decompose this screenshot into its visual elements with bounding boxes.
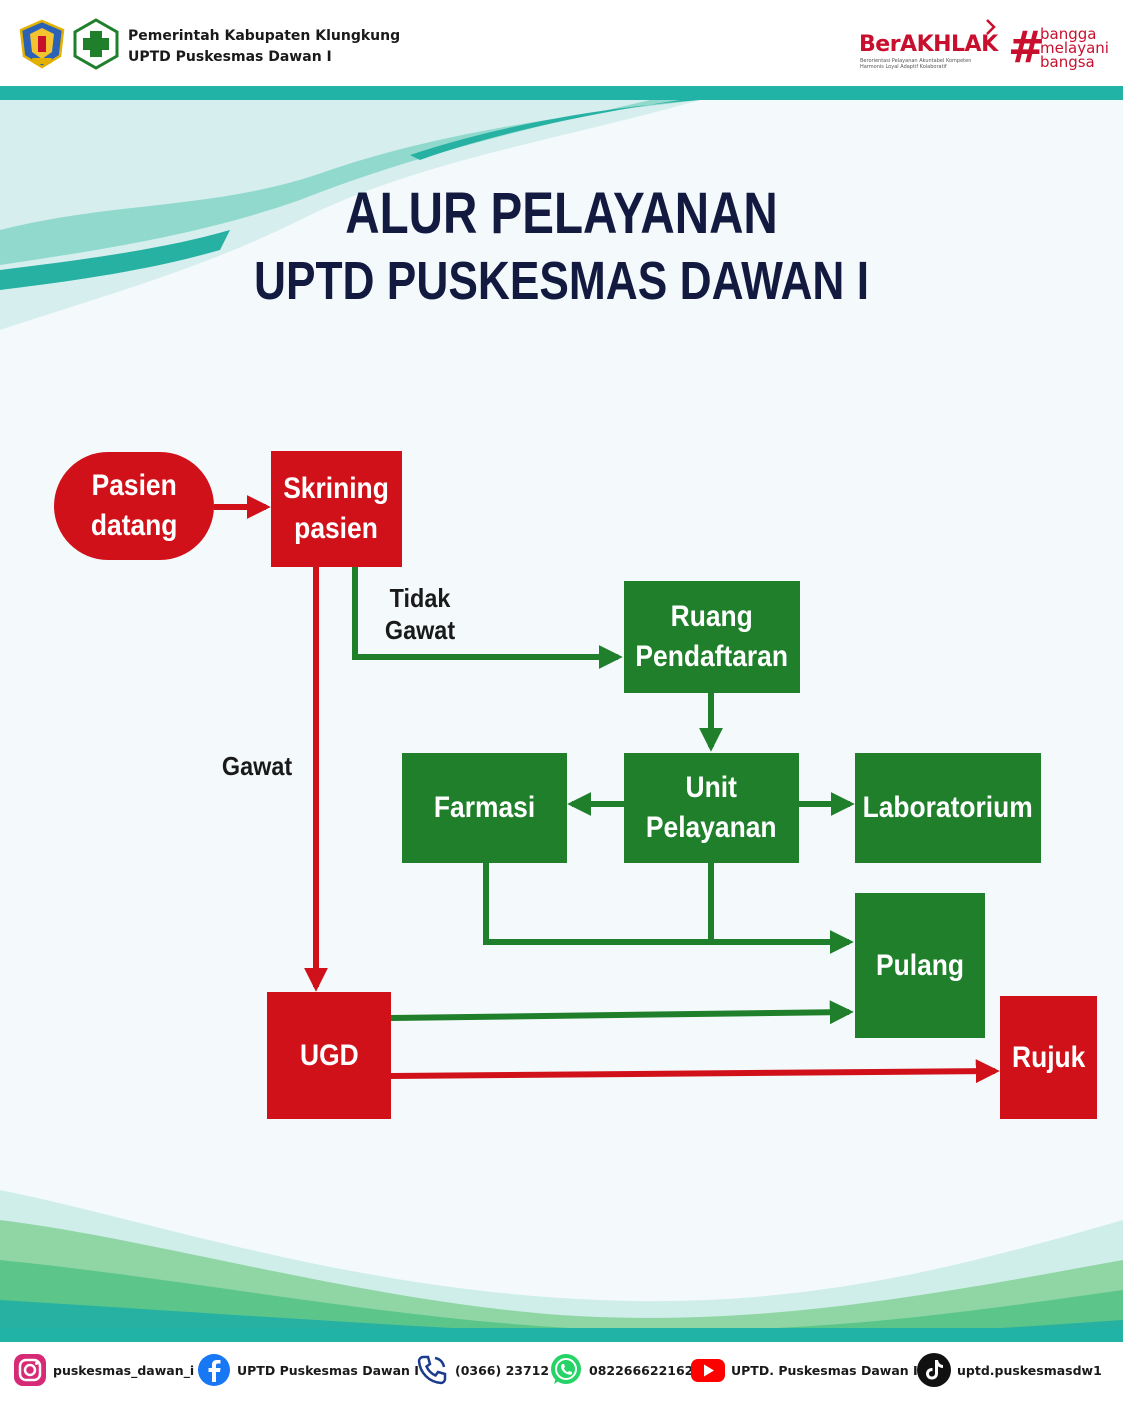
institution-name: UPTD Puskesmas Dawan I — [128, 49, 332, 65]
node-laboratorium: Laboratorium — [855, 753, 1041, 863]
hashtag-logo: # — [1008, 22, 1045, 73]
node-label: Farmasi — [433, 791, 536, 824]
facebook-icon — [198, 1354, 230, 1386]
arrow-ugd-to-pulang — [390, 1000, 854, 1025]
footer: puskesmas_dawan_i UPTD Puskesmas Dawan I… — [0, 1342, 1123, 1401]
node-pasien-datang: Pasien datang — [54, 452, 214, 560]
phone-icon — [417, 1355, 447, 1385]
node-label: Pulang — [875, 948, 964, 982]
chevron-right-icon — [986, 19, 996, 35]
youtube-link[interactable]: UPTD. Puskesmas Dawan I — [690, 1350, 918, 1390]
bangsa-word: bangsa — [1040, 53, 1095, 71]
node-ugd: UGD — [267, 992, 391, 1119]
node-rujuk: Rujuk — [1000, 996, 1097, 1119]
header: Pemerintah Kabupaten Klungkung UPTD Pusk… — [0, 0, 1123, 86]
node-pulang: Pulang — [855, 893, 985, 1038]
whatsapp-link[interactable]: 082266622162 — [548, 1350, 693, 1390]
youtube-icon — [691, 1359, 725, 1382]
node-label: Ruang Pendaftaran — [635, 600, 789, 673]
node-label: Pasien datang — [90, 469, 178, 542]
bangga-word: bangga — [1040, 25, 1097, 43]
top-wave-decoration — [0, 100, 700, 330]
puskesmas-logo-icon — [73, 18, 119, 70]
node-label: Laboratorium — [862, 791, 1034, 824]
whatsapp-icon — [551, 1354, 581, 1384]
organization-name: Pemerintah Kabupaten Klungkung — [128, 28, 401, 44]
phone-link[interactable]: (0366) 23712 — [414, 1350, 549, 1390]
page-subtitle: UPTD PUSKESMAS DAWAN I — [253, 251, 870, 311]
node-label: UGD — [299, 1038, 359, 1072]
node-ruang-pendaftaran: Ruang Pendaftaran — [624, 581, 800, 693]
arrow-farmasi-to-pulang — [483, 863, 854, 954]
edge-label-tidak-gawat: Tidak Gawat — [384, 583, 456, 645]
tiktok-icon — [917, 1353, 951, 1387]
node-label: Unit Pelayanan — [646, 771, 777, 844]
node-unit-pelayanan: Unit Pelayanan — [624, 753, 799, 863]
tiktok-link[interactable]: uptd.puskesmasdw1 — [916, 1350, 1102, 1390]
berakhlak-logo: BerAKHLAK — [859, 32, 998, 57]
instagram-handle: puskesmas_dawan_i — [53, 1362, 195, 1378]
youtube-channel: UPTD. Puskesmas Dawan I — [731, 1362, 918, 1378]
instagram-link[interactable]: puskesmas_dawan_i — [12, 1350, 194, 1390]
page-title: ALUR PELAYANAN — [345, 181, 778, 246]
facebook-page: UPTD Puskesmas Dawan I — [237, 1362, 419, 1378]
edge-label-gawat: Gawat — [221, 751, 293, 781]
node-skrining-pasien: Skrining pasien — [271, 451, 402, 567]
header-band — [0, 86, 1123, 100]
node-label: Skrining pasien — [283, 472, 390, 545]
node-farmasi: Farmasi — [402, 753, 567, 863]
berakhlak-tagline-2: Harmonis Loyal Adaptif Kolaboratif — [860, 64, 947, 70]
facebook-link[interactable]: UPTD Puskesmas Dawan I — [196, 1350, 419, 1390]
melayani-word: melayani — [1040, 39, 1109, 57]
footer-band — [0, 1328, 1123, 1342]
tiktok-handle: uptd.puskesmasdw1 — [957, 1362, 1102, 1378]
arrow-skrining-to-pendaftaran — [352, 567, 623, 669]
phone-number: (0366) 23712 — [455, 1362, 550, 1378]
instagram-icon — [14, 1354, 46, 1386]
arrow-ugd-to-rujuk — [390, 1059, 1000, 1084]
node-label: Rujuk — [1011, 1040, 1086, 1074]
berakhlak-tagline-1: Berorientasi Pelayanan Akuntabel Kompete… — [860, 58, 972, 64]
whatsapp-number: 082266622162 — [589, 1362, 694, 1378]
klungkung-emblem-icon — [19, 19, 65, 69]
